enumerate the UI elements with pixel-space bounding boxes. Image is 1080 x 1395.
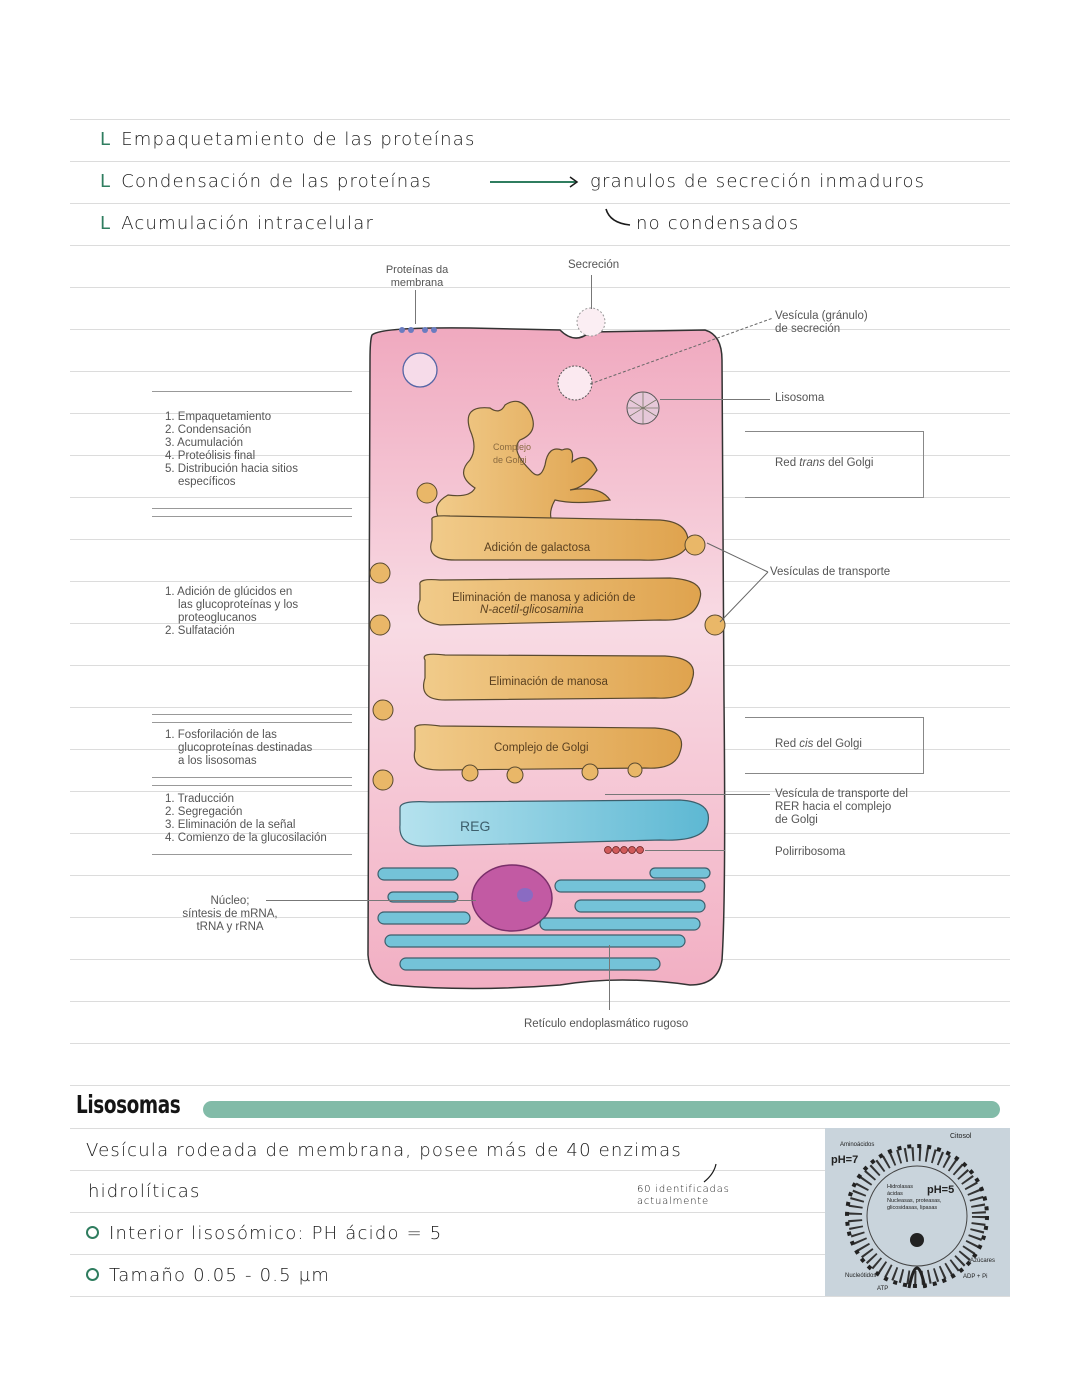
arrow-right-icon	[490, 176, 579, 188]
cisterna-label-4: Complejo de Golgi	[494, 742, 589, 754]
label-lysosome: Lisosoma	[775, 392, 825, 404]
list-divider	[152, 785, 352, 786]
leader-line	[645, 850, 725, 851]
list-divider	[152, 714, 352, 715]
cisterna-label-2a: Eliminación de manosa y adición de	[452, 592, 636, 604]
leader-line	[609, 945, 610, 1010]
lyso-line-2: hidrolíticas	[88, 1181, 201, 1202]
fig-amino-acids: Aminoácidos	[840, 1142, 875, 1148]
fig-cytosol: Citosol	[950, 1133, 972, 1140]
left-list-4: 1. Traducción 2. Segregación 3. Eliminac…	[165, 793, 327, 844]
label-secretion: Secreción	[568, 259, 620, 271]
branch-stroke-icon	[605, 208, 631, 226]
lyso-line-4: Tamaño 0.05 - 0.5 µm	[86, 1265, 330, 1286]
bracket-trans-golgi	[745, 431, 924, 498]
note-text: Acumulación intracelular	[121, 213, 375, 234]
l-bullet-icon: L	[100, 129, 112, 150]
fig-atp: ATP	[877, 1286, 889, 1292]
annotation-stroke-icon	[703, 1163, 717, 1183]
list-divider	[152, 722, 352, 723]
list-divider	[152, 508, 352, 509]
leader-line	[415, 290, 416, 324]
lyso-line-3: Interior lisosómico: PH ácido = 5	[86, 1223, 442, 1244]
note-arrow-target: granulos de secreción inmaduros	[590, 171, 926, 192]
cisterna-label-3: Eliminación de manosa	[489, 676, 608, 688]
fig-nucleotides: Nucleótidos	[845, 1273, 877, 1279]
section-title: Lisosomas	[76, 1090, 181, 1119]
l-bullet-icon: L	[100, 213, 112, 234]
circle-bullet-icon	[86, 1225, 99, 1239]
leader-line	[660, 399, 770, 400]
label-secretory-vesicle: Vesícula (gránulo) de secreción	[775, 310, 868, 335]
note-text: Condensación de las proteínas	[121, 171, 433, 192]
fig-sugars: Azúcares	[970, 1258, 996, 1264]
fig-adp-pi: ADP + Pi	[963, 1274, 988, 1280]
leader-line	[266, 900, 476, 901]
left-list-3: 1. Fosforilación de las glucoproteínas d…	[165, 729, 313, 767]
circle-bullet-icon	[86, 1267, 99, 1281]
label-rer: Retículo endoplasmático rugoso	[524, 1018, 689, 1030]
note-sub: no condensados	[636, 213, 800, 234]
cell-illustration	[367, 307, 726, 990]
leader-line	[590, 317, 774, 385]
lyso-line-1: Vesícula rodeada de membrana, posee más …	[86, 1140, 682, 1161]
lysosome-figure: Citosol Aminoácidos pH=7 pH=5 Hidrolasas…	[825, 1128, 1010, 1296]
nucleus-label: Núcleo; síntesis de mRNA, tRNA y rRNA	[182, 895, 278, 933]
bracket-cis-golgi	[745, 717, 924, 774]
lysosome-membrane-illustration	[845, 1144, 989, 1289]
label-membrane-proteins: Proteínas da membrana	[385, 264, 449, 289]
note-line-1: L Empaquetamiento de las proteínas	[100, 129, 476, 150]
note-text: Empaquetamiento de las proteínas	[121, 129, 476, 150]
fig-enzymes: Nucleasas, proteasas, glicosidasas, lipa…	[887, 1198, 942, 1211]
cisterna-label-1: Adición de galactosa	[484, 542, 591, 554]
leader-line	[591, 275, 592, 309]
leader-line	[605, 794, 770, 795]
left-list-2: 1. Adición de glúcidos en las glucoprote…	[165, 586, 299, 637]
fig-hydrolases: Hidrolasas ácidas	[887, 1184, 913, 1197]
label-cis-golgi: Red cis del Golgi	[775, 738, 862, 750]
list-divider	[152, 854, 352, 855]
list-divider	[152, 516, 352, 517]
title-underline-bar	[203, 1101, 1000, 1118]
leader-line	[706, 542, 769, 623]
golgi-inner-label: Complejo de Golgi	[493, 442, 532, 465]
note-line-2: L Condensación de las proteínas	[100, 171, 432, 192]
list-divider	[152, 391, 352, 392]
l-bullet-icon: L	[100, 171, 112, 192]
reg-label: REG	[460, 818, 491, 834]
cisterna-label-2b: N-acetil-glicosamina	[480, 604, 584, 616]
lyso-annotation: 60 identificadas actualmente	[637, 1184, 730, 1207]
note-line-3: L Acumulación intracelular	[100, 213, 374, 234]
fig-ph-inside: pH=5	[927, 1184, 955, 1196]
label-polyribosome: Polirribosoma	[775, 846, 846, 858]
label-rer-vesicle: Vesícula de transporte del RER hacia el …	[775, 788, 908, 826]
label-transport-vesicles: Vesículas de transporte	[770, 566, 891, 578]
fig-ph-outside: pH=7	[831, 1154, 859, 1166]
list-divider	[152, 777, 352, 778]
left-list-1: 1. Empaquetamiento 2. Condensación 3. Ac…	[165, 411, 298, 488]
label-trans-golgi: Red trans del Golgi	[775, 457, 874, 469]
